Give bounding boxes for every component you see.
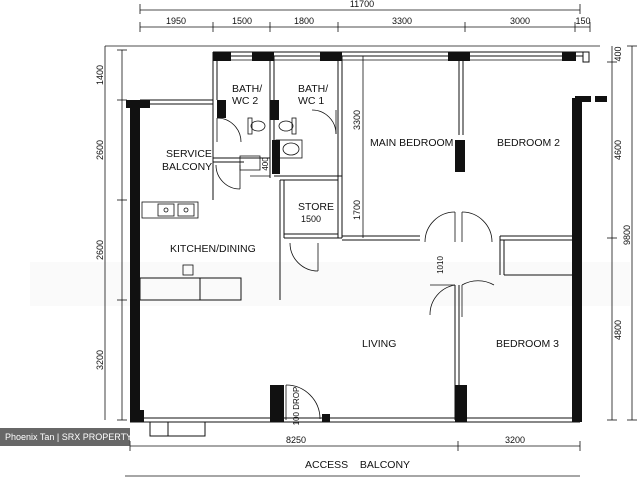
room-kitchen: KITCHEN/DINING — [170, 243, 256, 255]
dim-right-3: 4800 — [613, 320, 623, 340]
dim-drop: 100 DROP — [292, 387, 301, 426]
dim-bottom-1: 8250 — [286, 435, 306, 445]
dim-left-2: 2600 — [95, 140, 105, 160]
room-bedroom2: BEDROOM 2 — [497, 137, 560, 149]
door-swings — [215, 109, 495, 420]
kitchen-sink — [141, 201, 199, 276]
structural-columns — [126, 52, 607, 422]
dimension-lines — [104, 4, 637, 477]
dim-top-6: 150 — [575, 16, 590, 26]
room-bath2-line1: BATH/ — [232, 83, 262, 95]
dim-corridor: 1010 — [436, 256, 445, 274]
room-service-line1: SERVICE — [166, 148, 212, 160]
dim-store-depth: 1700 — [352, 200, 362, 220]
dim-top-2: 1500 — [232, 16, 252, 26]
dim-store-width: 1500 — [301, 214, 321, 224]
dim-bath-gap: 400 — [261, 157, 270, 171]
room-store: STORE — [298, 201, 334, 213]
dim-right-2: 4600 — [613, 140, 623, 160]
dim-top-1: 1950 — [166, 16, 186, 26]
dim-bottom-2: 3200 — [505, 435, 525, 445]
watermark-band — [30, 262, 630, 306]
dim-top-total: 11700 — [350, 0, 374, 9]
dim-right-1: 400 — [613, 46, 623, 61]
room-bath2-line2: WC 2 — [232, 95, 258, 107]
dim-bath-depth: 3300 — [352, 110, 362, 130]
room-bath1-line1: BATH/ — [298, 83, 328, 95]
room-main-bedroom: MAIN BEDROOM — [370, 137, 453, 149]
room-living: LIVING — [362, 338, 396, 350]
dim-top-4: 3300 — [392, 16, 412, 26]
dim-left-3: 2600 — [95, 240, 105, 260]
dim-top-5: 3000 — [510, 16, 530, 26]
room-service-line2: BALCONY — [162, 161, 212, 173]
room-bath1-line2: WC 1 — [298, 95, 324, 107]
bath-fixtures — [239, 117, 303, 171]
dim-left-1: 1400 — [95, 65, 105, 85]
dim-right-total: 9800 — [622, 225, 632, 245]
walls — [130, 51, 590, 437]
access-balcony-label: ACCESS BALCONY — [305, 459, 410, 471]
dim-top-3: 1800 — [294, 16, 314, 26]
room-bedroom3: BEDROOM 3 — [496, 338, 559, 350]
dim-left-4: 3200 — [95, 350, 105, 370]
credit-banner: Phoenix Tan | SRX PROPERTY — [0, 428, 132, 446]
